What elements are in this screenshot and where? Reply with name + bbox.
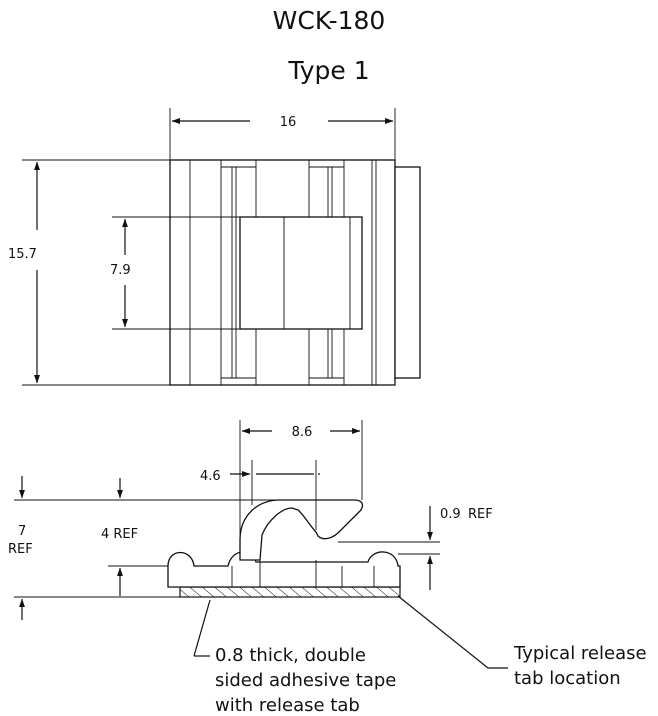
drawing-title: WCK-180 [272, 6, 386, 35]
top-view: 16 15.7 7.9 [8, 108, 421, 386]
side-clip [239, 499, 364, 561]
dim-width-top: 16 [280, 115, 297, 130]
dim-total-height-ref: REF [8, 542, 33, 557]
dim-height-top: 15.7 [8, 247, 37, 262]
dim-flange-thickness: 0.9 [440, 507, 461, 522]
dim-total-height: 7 [18, 524, 26, 539]
tape-note-line3: with release tab [215, 695, 360, 716]
tape-note-line2: sided adhesive tape [215, 670, 396, 691]
side-view: 8.6 4.6 7 REF 4 REF 0.9 REF 0. [8, 420, 647, 716]
dim-offset-side: 4.6 [200, 469, 221, 484]
release-tab-note-line2: tab location [514, 668, 621, 689]
dim-flange-ref: REF [468, 507, 493, 522]
tape-note-line1: 0.8 thick, double [215, 645, 366, 666]
side-base [167, 551, 401, 588]
top-clip-outline [239, 216, 363, 330]
drawing-subtitle: Type 1 [288, 56, 370, 85]
adhesive-tape [179, 586, 401, 598]
dim-span-side: 8.6 [292, 425, 313, 440]
top-right-step [394, 166, 421, 379]
dim-inner-height: 7.9 [110, 263, 131, 278]
dim-clip-height: 4 REF [101, 527, 138, 542]
release-tab-note-line1: Typical release [513, 643, 647, 664]
